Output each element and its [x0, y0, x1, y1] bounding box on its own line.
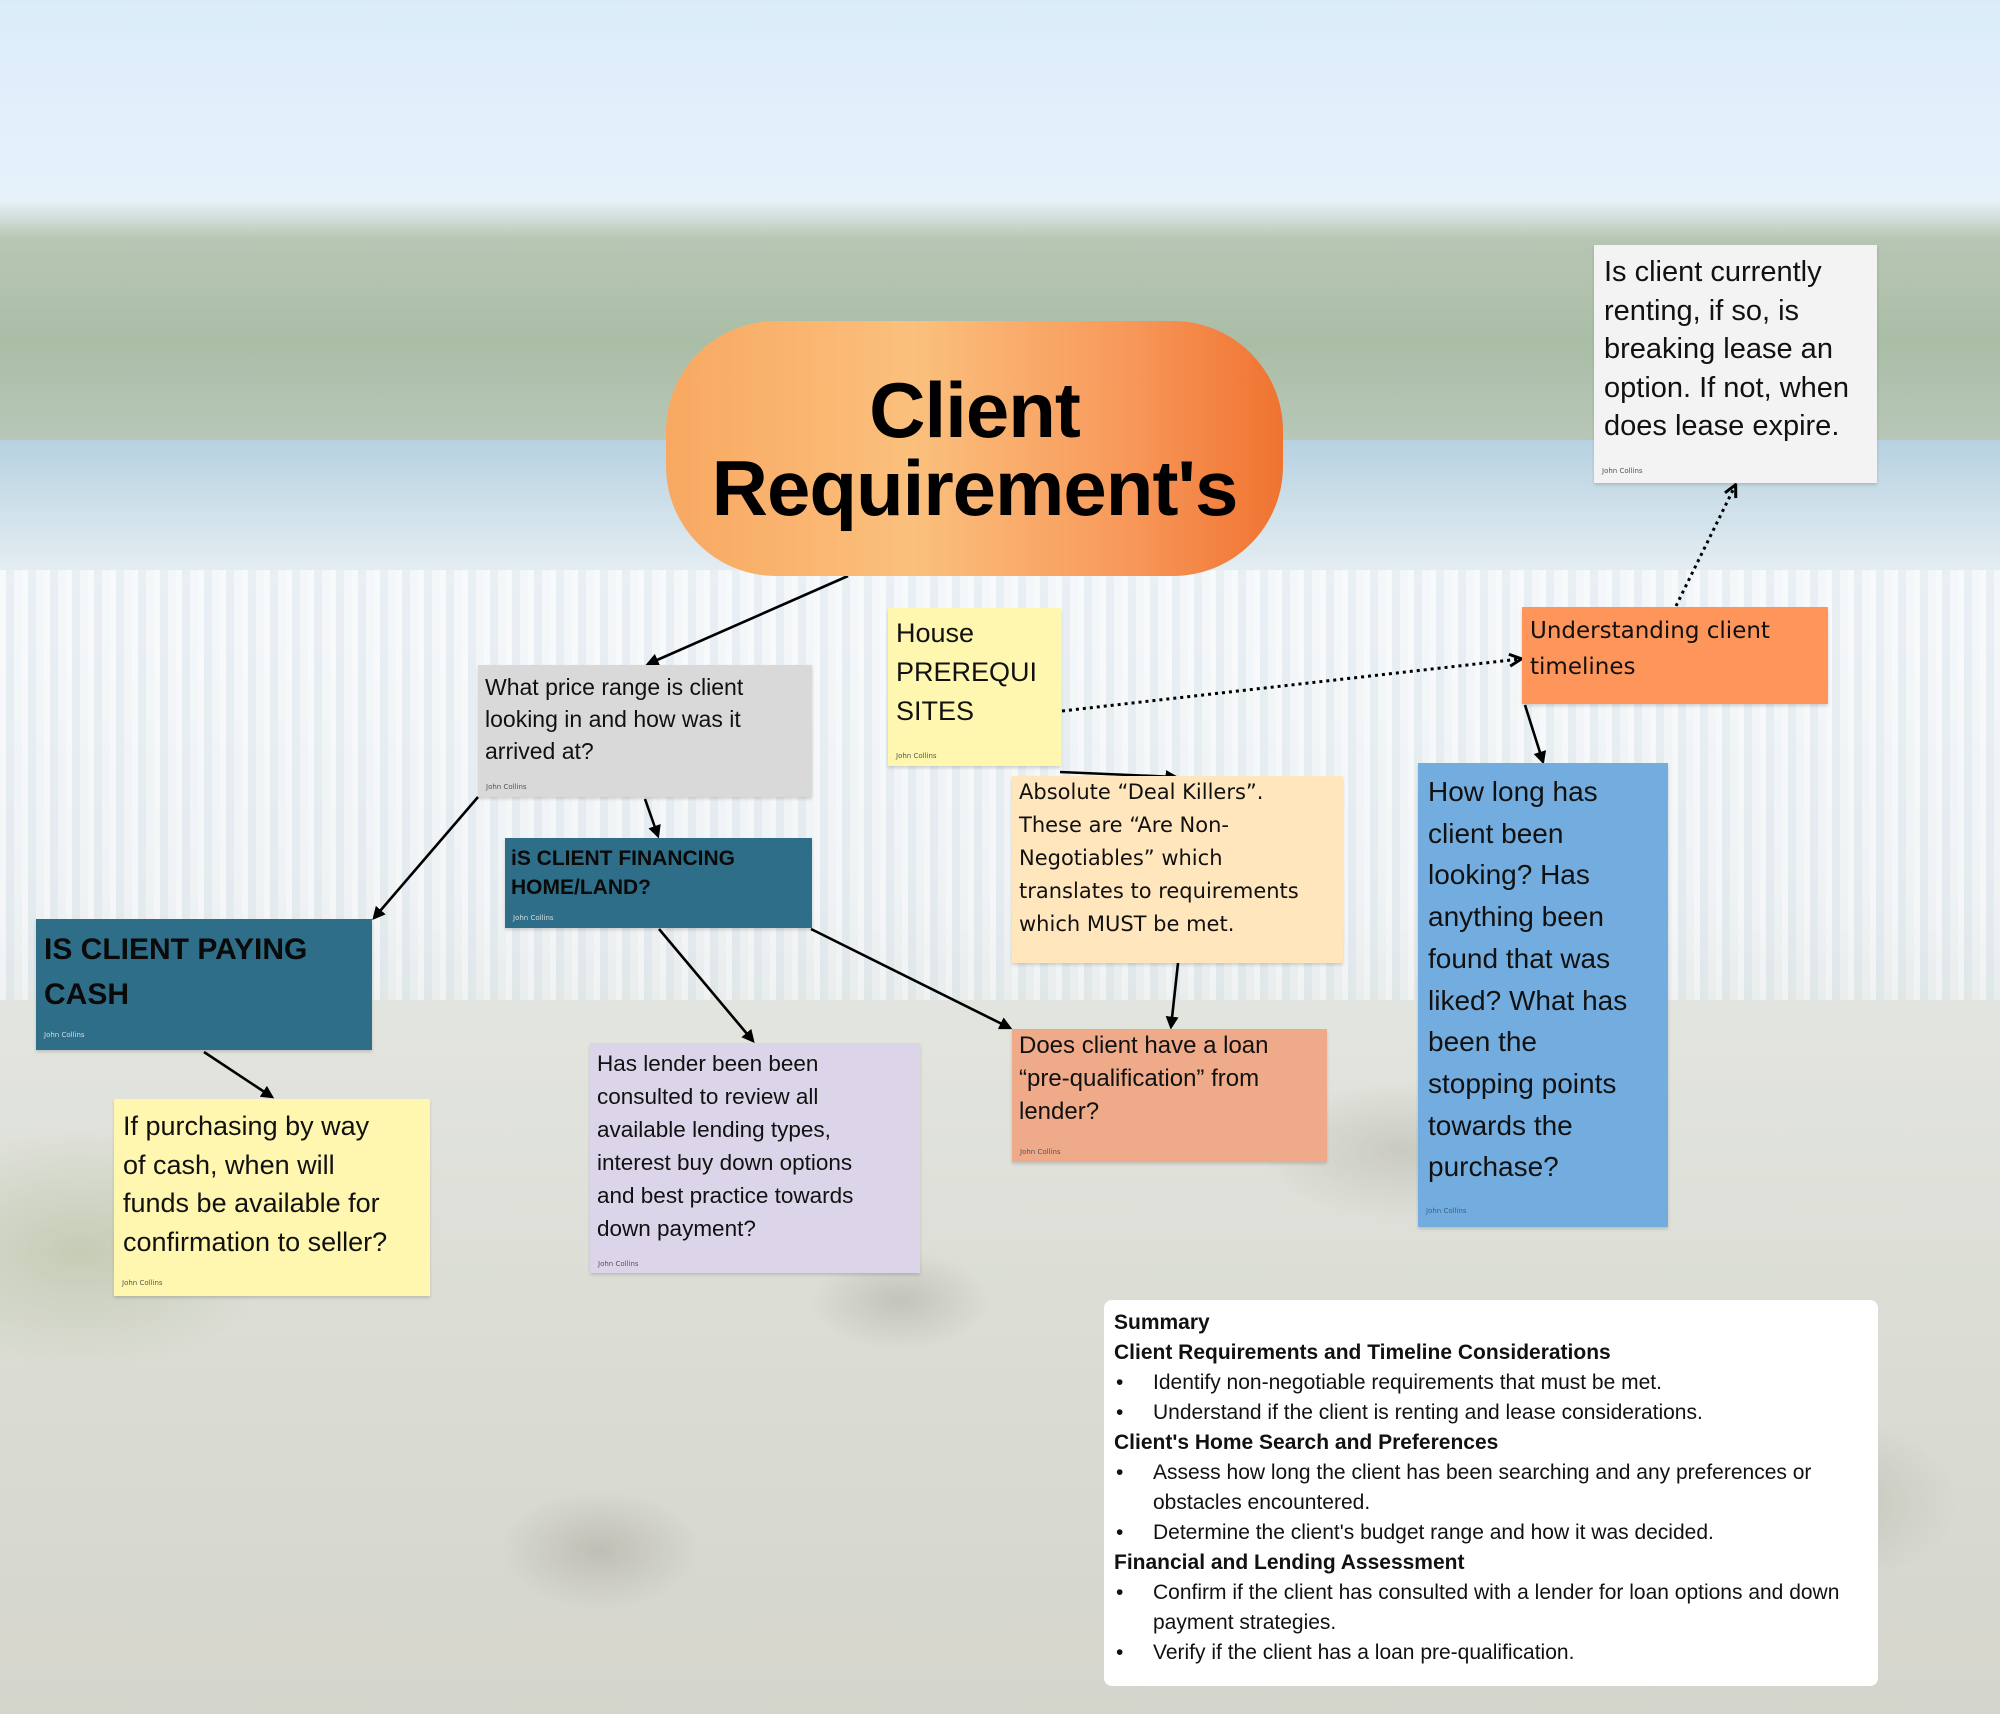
- bullet-icon: •: [1116, 1401, 1124, 1424]
- summary-list: • Assess how long the client has been sea…: [1114, 1458, 1868, 1548]
- note-text: Has lender been been consulted to review…: [597, 1051, 854, 1241]
- summary-item-text: Determine the client's budget range and …: [1153, 1521, 1714, 1544]
- note-author: John Collins: [1020, 1148, 1061, 1156]
- note-author: John Collins: [486, 783, 527, 791]
- bullet-icon: •: [1116, 1641, 1124, 1664]
- summary-item-text: Assess how long the client has been sear…: [1153, 1461, 1812, 1514]
- note-text: If purchasing by way of cash, when will …: [123, 1111, 388, 1258]
- note-text: Absolute “Deal Killers”. These are “Are …: [1019, 780, 1299, 936]
- note-text: Understanding client timelines: [1530, 618, 1770, 680]
- summary-panel: Summary Client Requirements and Timeline…: [1104, 1300, 1878, 1686]
- note-text: How long has client been looking? Has an…: [1428, 776, 1628, 1183]
- note-text: IS CLIENT PAYING CASH: [44, 933, 308, 1011]
- note-understanding-timelines[interactable]: Understanding client timelines: [1522, 607, 1828, 704]
- note-financing[interactable]: iS CLIENT FINANCING HOME/LAND? John Coll…: [505, 838, 812, 928]
- note-author: John Collins: [598, 1260, 639, 1268]
- note-text: Does client have a loan “pre-qualificati…: [1019, 1032, 1269, 1125]
- note-how-long-looking[interactable]: How long has client been looking? Has an…: [1418, 763, 1668, 1227]
- note-text: What price range is client looking in an…: [485, 674, 744, 764]
- summary-section-title: Client Requirements and Timeline Conside…: [1114, 1341, 1611, 1364]
- note-author: John Collins: [1426, 1207, 1467, 1215]
- note-text: iS CLIENT FINANCING HOME/LAND?: [511, 847, 735, 899]
- note-author: John Collins: [1602, 467, 1643, 475]
- summary-list: • Confirm if the client has consulted wit…: [1114, 1578, 1868, 1668]
- bullet-icon: •: [1116, 1371, 1124, 1394]
- note-author: John Collins: [44, 1031, 85, 1039]
- note-price-range[interactable]: What price range is client looking in an…: [478, 665, 812, 797]
- title-text: Client Requirement's: [711, 365, 1239, 532]
- summary-item: • Assess how long the client has been sea…: [1114, 1458, 1868, 1518]
- note-paying-cash[interactable]: IS CLIENT PAYING CASH John Collins: [36, 919, 372, 1050]
- note-purchasing-cash[interactable]: If purchasing by way of cash, when will …: [114, 1099, 430, 1296]
- summary-item-text: Identify non-negotiable requirements tha…: [1153, 1371, 1662, 1394]
- bullet-icon: •: [1116, 1521, 1124, 1544]
- summary-item: • Identify non-negotiable requirements th…: [1114, 1368, 1868, 1398]
- note-loan-prequalification[interactable]: Does client have a loan “pre-qualificati…: [1012, 1029, 1327, 1162]
- summary-item: • Determine the client's budget range and…: [1114, 1518, 1868, 1548]
- summary-item: • Understand if the client is renting and…: [1114, 1398, 1868, 1428]
- note-text: House PREREQUI SITES: [896, 618, 1038, 726]
- summary-section-title: Financial and Lending Assessment: [1114, 1551, 1465, 1574]
- bullet-icon: •: [1116, 1461, 1124, 1484]
- summary-item: • Verify if the client has a loan pre-qua…: [1114, 1638, 1868, 1668]
- summary-section-title: Client's Home Search and Preferences: [1114, 1431, 1499, 1454]
- note-deal-killers[interactable]: Absolute “Deal Killers”. These are “Are …: [1012, 776, 1343, 963]
- title-bubble: Client Requirement's: [666, 321, 1283, 576]
- bullet-icon: •: [1116, 1581, 1124, 1604]
- note-house-prerequisites[interactable]: House PREREQUI SITES John Collins: [888, 608, 1061, 766]
- note-author: John Collins: [122, 1279, 163, 1287]
- summary-item: • Confirm if the client has consulted wit…: [1114, 1578, 1868, 1638]
- summary-list: • Identify non-negotiable requirements th…: [1114, 1368, 1868, 1428]
- note-renting[interactable]: Is client currently renting, if so, is b…: [1594, 245, 1877, 483]
- note-text: Is client currently renting, if so, is b…: [1604, 256, 1850, 442]
- summary-item-text: Verify if the client has a loan pre-qual…: [1153, 1641, 1575, 1664]
- note-lender-consulted[interactable]: Has lender been been consulted to review…: [590, 1043, 920, 1273]
- summary-heading: Summary: [1114, 1311, 1210, 1334]
- summary-item-text: Confirm if the client has consulted with…: [1153, 1581, 1840, 1634]
- note-author: John Collins: [896, 752, 937, 760]
- summary-item-text: Understand if the client is renting and …: [1153, 1401, 1703, 1424]
- note-author: John Collins: [513, 914, 554, 922]
